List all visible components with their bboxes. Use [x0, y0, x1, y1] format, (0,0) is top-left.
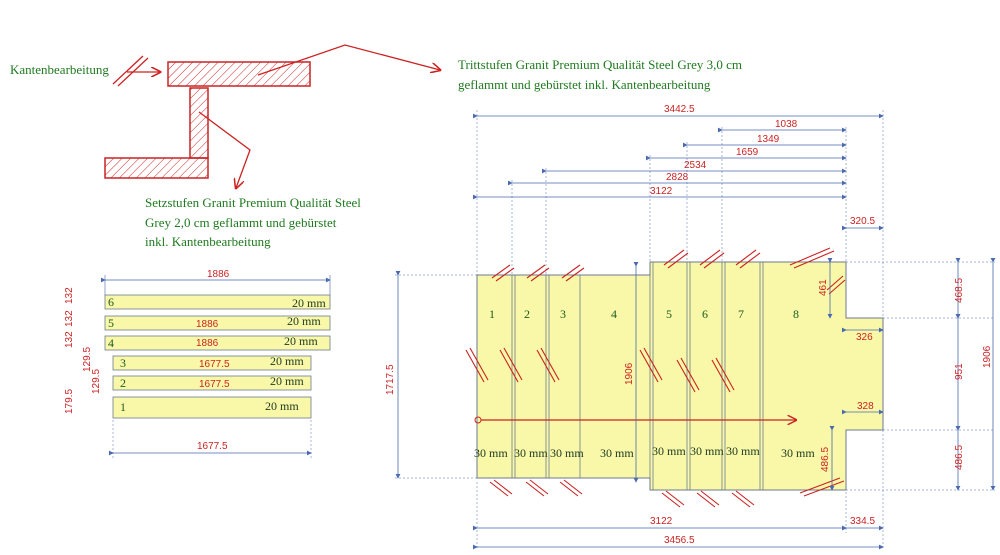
riser-3-thickness: 20 mm	[270, 354, 304, 368]
tread-6-num: 6	[702, 307, 708, 321]
risers-description: Setzstufen Granit Premium Qualität Steel…	[145, 193, 361, 252]
tread-3-thickness: 30 mm	[550, 446, 584, 460]
riser-6-num: 6	[108, 295, 114, 309]
riser-total-width: 1886	[207, 269, 230, 280]
riser-6	[104, 294, 331, 310]
riser-4-height: 132	[64, 331, 75, 348]
riser-6-height: 132	[64, 287, 75, 304]
riser-3-width: 1677.5	[199, 359, 230, 370]
dim-328: 328	[857, 401, 874, 412]
riser-6-thickness: 20 mm	[292, 296, 326, 310]
tread-4-thickness: 30 mm	[600, 446, 634, 460]
dim-486-5-inner: 486.5	[820, 447, 831, 472]
tread-1-num: 1	[489, 307, 495, 321]
riser-4-thickness: 20 mm	[284, 334, 318, 348]
lower-tread-section	[104, 157, 209, 179]
dim-468-5: 468.5	[954, 278, 965, 303]
tread-6-thickness: 30 mm	[690, 444, 724, 458]
dim-3442-5: 3442.5	[664, 104, 695, 115]
tread-arrow	[257, 44, 440, 76]
riser-1-height: 179.5	[64, 389, 75, 414]
treads-desc-line1: Trittstufen Granit Premium Qualität Stee…	[458, 57, 743, 72]
tread-2-thickness: 30 mm	[514, 446, 548, 460]
dim-320-5: 320.5	[850, 216, 875, 227]
tread-2-num: 2	[524, 307, 530, 321]
riser-2-height: 129.5	[91, 369, 102, 394]
tread-1-thickness: 30 mm	[474, 446, 508, 460]
riser-5-width: 1886	[196, 319, 219, 330]
riser-2-width: 1677.5	[199, 379, 230, 390]
riser-4-width: 1886	[196, 338, 219, 349]
edge-processing-label: Kantenbearbeitung	[10, 62, 109, 77]
tread-4-num: 4	[611, 307, 617, 321]
riser-5	[104, 315, 331, 331]
riser-1-num: 1	[120, 400, 126, 414]
riser-2	[112, 375, 312, 391]
dim-951: 951	[954, 363, 965, 380]
riser-3-height: 129.5	[82, 347, 93, 372]
dim-461: 461	[818, 279, 829, 296]
riser-5-height: 132	[64, 310, 75, 327]
tread-7-thickness: 30 mm	[726, 444, 760, 458]
riser-1-thickness: 20 mm	[265, 399, 299, 413]
riser-2-thickness: 20 mm	[270, 374, 304, 388]
dim-1038: 1038	[775, 119, 798, 130]
riser-5-thickness: 20 mm	[287, 314, 321, 328]
tread-8-num: 8	[793, 307, 799, 321]
dim-2828: 2828	[666, 172, 689, 183]
cross-section	[104, 44, 440, 188]
tread-7-num: 7	[738, 307, 744, 321]
dim-3122-top: 3122	[650, 186, 673, 197]
tread-section	[167, 61, 311, 87]
risers-desc-line3: inkl. Kantenbearbeitung	[145, 234, 271, 249]
dim-3456-5: 3456.5	[664, 535, 695, 546]
dim-334-5: 334.5	[850, 516, 875, 527]
riser-4-num: 4	[108, 336, 114, 350]
riser-3-num: 3	[120, 356, 126, 370]
risers-desc-line2: Grey 2,0 cm geflammt und gebürstet	[145, 214, 337, 230]
riser-arrow	[198, 111, 251, 188]
dim-326: 326	[856, 332, 873, 343]
riser-1	[112, 396, 312, 419]
riser-section	[189, 87, 209, 159]
risers-desc-line1: Setzstufen Granit Premium Qualität Steel	[145, 195, 361, 210]
dim-486-5: 486.5	[954, 445, 965, 470]
treads-desc-line2: geflammt und gebürstet inkl. Kantenbearb…	[458, 76, 711, 92]
tread-5-num: 5	[666, 307, 672, 321]
riser-bottom-width: 1677.5	[197, 441, 228, 452]
riser-3	[112, 355, 312, 371]
dim-1717-5: 1717.5	[385, 364, 396, 395]
dim-2534: 2534	[684, 160, 707, 171]
riser-5-num: 5	[108, 316, 114, 330]
tread-3-num: 3	[560, 307, 566, 321]
treads-drawing: 3442.5 1038 1349 1659 2534 2828 3122 320…	[385, 104, 996, 550]
dim-1659: 1659	[736, 147, 759, 158]
risers-drawing: 1886 6 20 mm 132 5 1886 20 mm 132 4 1886…	[64, 269, 331, 458]
dim-3122-bottom: 3122	[650, 516, 673, 527]
dim-1906-inner: 1906	[624, 362, 635, 385]
riser-4	[104, 335, 331, 351]
dim-1906-outer: 1906	[982, 345, 993, 368]
dim-1349: 1349	[757, 134, 780, 145]
riser-2-num: 2	[120, 376, 126, 390]
tread-5-thickness: 30 mm	[652, 444, 686, 458]
treads-description: Trittstufen Granit Premium Qualität Stee…	[458, 55, 742, 94]
tread-8-thickness: 30 mm	[781, 446, 815, 460]
